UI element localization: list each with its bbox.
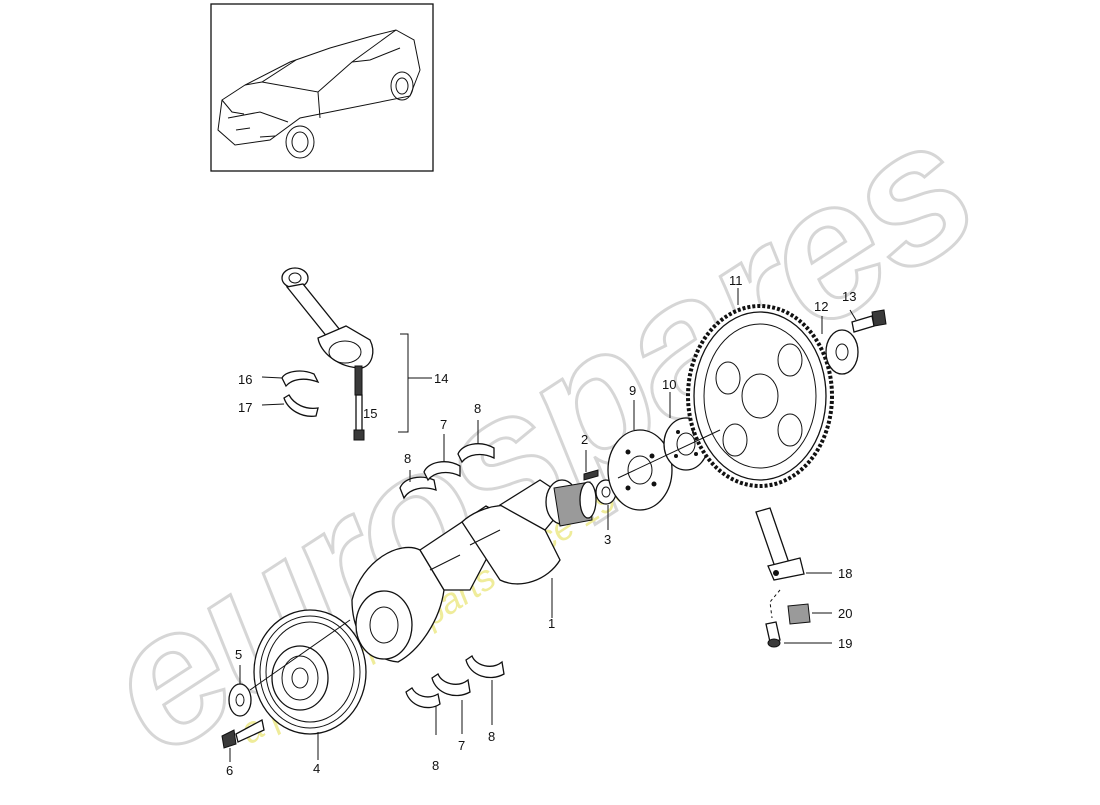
callout-8-top-right: 8 [474, 401, 481, 416]
flywheel [617, 288, 834, 488]
crankshaft [351, 479, 597, 663]
rear-washer-and-bolt [821, 309, 887, 375]
callout-2: 2 [581, 432, 588, 447]
main-bearing-shells-lower [405, 655, 505, 735]
vibration-damper [253, 609, 367, 760]
callout-16: 16 [238, 372, 252, 387]
callout-8-bottom-right: 8 [488, 729, 495, 744]
front-washer-and-bolt [221, 619, 351, 762]
callout-4: 4 [313, 761, 320, 776]
car-thumbnail-icon [210, 3, 434, 172]
callout-11: 11 [729, 273, 743, 288]
watermark-brand: eurospares [67, 80, 1008, 794]
callout-13: 13 [842, 289, 856, 304]
callout-1: 1 [548, 616, 555, 631]
callout-20: 20 [838, 606, 852, 621]
callout-8-top-left: 8 [404, 451, 411, 466]
callout-5: 5 [235, 647, 242, 662]
watermark: eurospares a passion for parts since 198… [65, 79, 1009, 796]
callout-10: 10 [662, 377, 676, 392]
main-bearing-shells-upper [399, 420, 495, 500]
sensor-assembly [755, 507, 832, 648]
callout-8-bottom-left: 8 [432, 758, 439, 773]
callout-12: 12 [814, 299, 828, 314]
callout-19: 19 [838, 636, 852, 651]
callout-6: 6 [226, 763, 233, 778]
callout-14: 14 [434, 371, 448, 386]
callout-leaders [261, 376, 363, 413]
callout-3: 3 [604, 532, 611, 547]
callout-7-top: 7 [440, 417, 447, 432]
callout-labels: 1 2 3 4 5 6 7 7 8 8 8 8 9 10 11 12 13 14… [226, 273, 856, 778]
callout-18: 18 [838, 566, 852, 581]
callout-7-bottom: 7 [458, 738, 465, 753]
callout-15: 15 [363, 406, 377, 421]
callout-9: 9 [629, 383, 636, 398]
callout-17: 17 [238, 400, 252, 415]
connecting-rod-assembly [281, 267, 432, 441]
